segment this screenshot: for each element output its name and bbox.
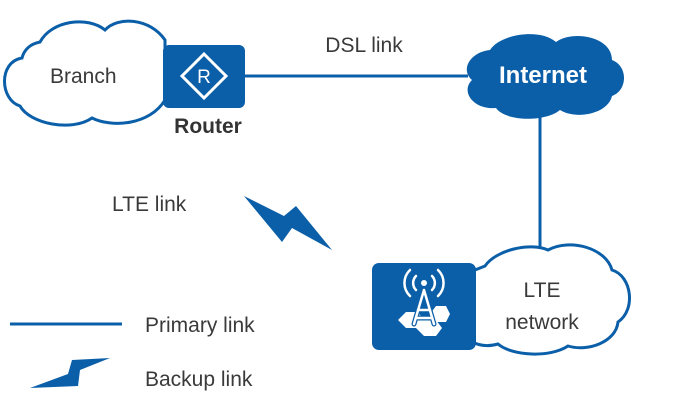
- base-station-node: [372, 263, 476, 350]
- branch-label: Branch: [50, 65, 117, 88]
- legend-item-primary: Primary link: [10, 314, 255, 337]
- lte-link-lightning-icon: [244, 196, 332, 250]
- router-label: Router: [174, 115, 242, 138]
- cloud-outline-icon: [3, 19, 167, 127]
- backup-link-lightning-icon: [30, 358, 110, 388]
- lte-network-label-line1: LTE: [524, 279, 561, 302]
- lte-network-cloud: LTE network: [468, 243, 631, 356]
- dsl-link-label: DSL link: [325, 34, 403, 57]
- legend-item-backup: Backup link: [30, 358, 253, 391]
- lte-network-label-line2: network: [505, 311, 579, 334]
- legend-backup-label: Backup link: [145, 368, 253, 391]
- internet-label: Internet: [499, 62, 587, 89]
- legend-primary-label: Primary link: [145, 314, 255, 337]
- svg-text:R: R: [197, 67, 211, 88]
- base-station-box: [372, 263, 476, 350]
- router-box: [163, 45, 245, 108]
- router-icon: R: [179, 51, 229, 101]
- lte-base-station-icon: [398, 268, 450, 336]
- lte-link-label: LTE link: [112, 193, 187, 216]
- internet-cloud: Internet: [466, 34, 624, 119]
- legend: Primary link Backup link: [10, 314, 255, 391]
- branch-cloud: Branch: [3, 19, 167, 127]
- cloud-outline-icon: [468, 243, 631, 356]
- cloud-filled-icon: [466, 34, 624, 119]
- router-node: R Router: [163, 45, 245, 138]
